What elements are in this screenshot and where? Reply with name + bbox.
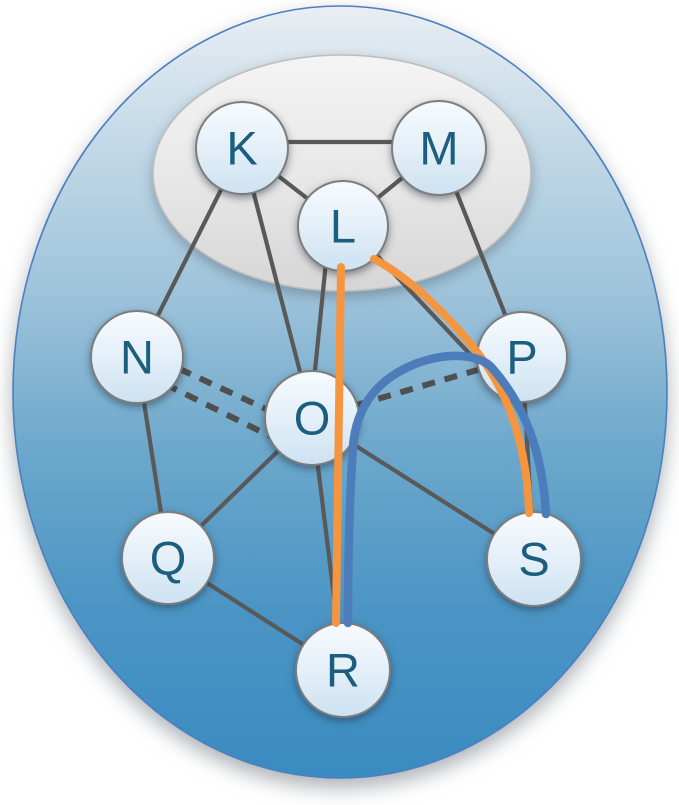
node-K-circle xyxy=(195,101,289,195)
node-N-circle xyxy=(90,310,184,404)
orange-path-L-S xyxy=(370,255,533,517)
highlight-layer xyxy=(332,255,551,628)
node-N[interactable]: N xyxy=(90,310,184,404)
node-R[interactable]: R xyxy=(295,622,391,718)
node-P-circle xyxy=(476,311,568,403)
blue-path-R-S xyxy=(343,351,551,628)
node-Q-circle xyxy=(121,511,215,605)
node-O-circle xyxy=(264,370,360,466)
node-K[interactable]: K xyxy=(195,101,289,195)
node-P[interactable]: P xyxy=(476,311,568,403)
node-M-circle xyxy=(391,100,487,196)
node-S[interactable]: S xyxy=(486,511,582,607)
node-S-circle xyxy=(486,511,582,607)
node-M[interactable]: M xyxy=(391,100,487,196)
edge-L-O xyxy=(310,251,330,391)
node-R-circle xyxy=(295,622,391,718)
node-Q[interactable]: Q xyxy=(121,511,215,605)
orange-path-L-R xyxy=(332,263,345,627)
node-O[interactable]: O xyxy=(264,370,360,466)
